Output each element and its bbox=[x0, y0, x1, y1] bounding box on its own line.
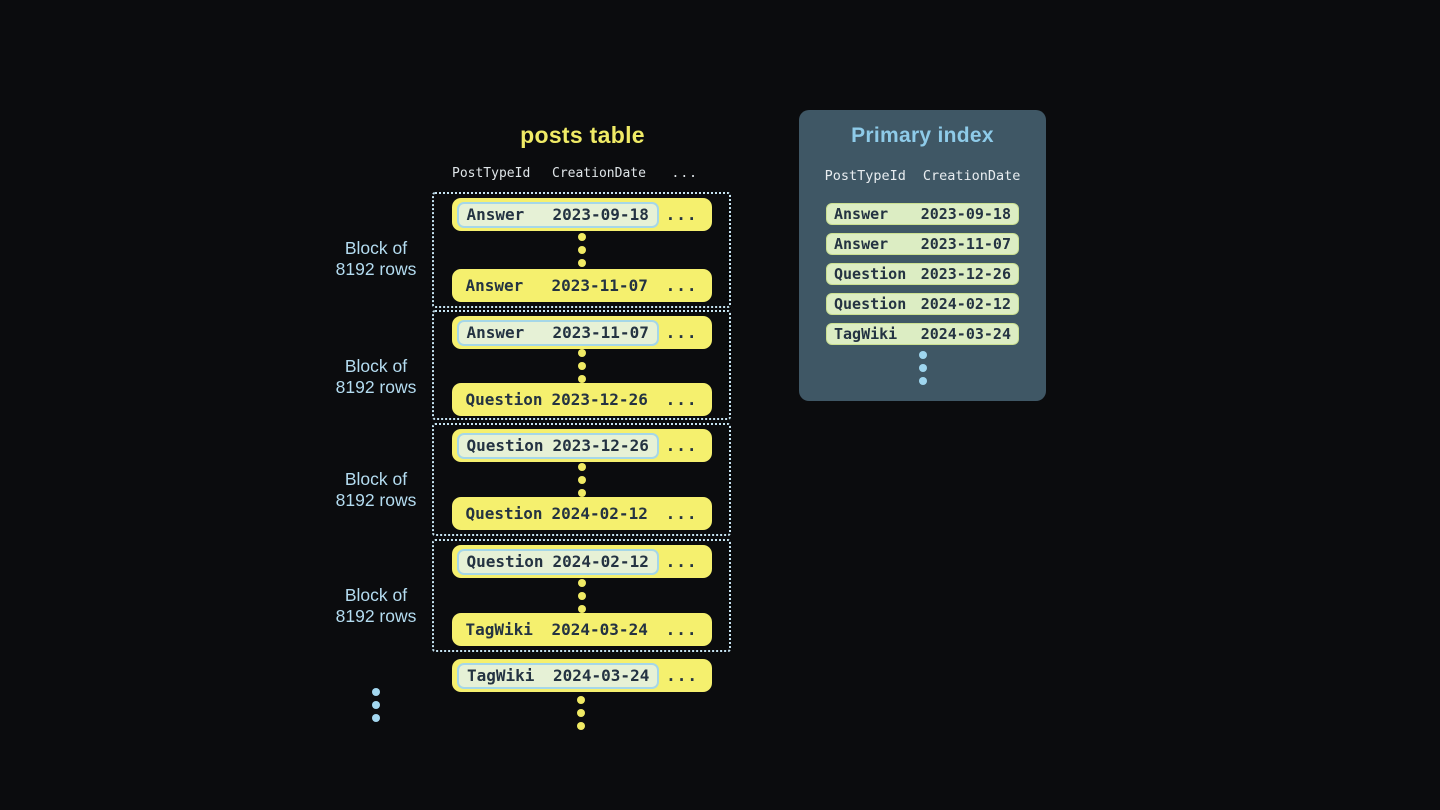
entry-posttypeid: Question bbox=[834, 265, 907, 283]
row-more-columns: ... bbox=[665, 552, 698, 571]
row-more-columns: ... bbox=[665, 390, 698, 409]
row-block-3: Question 2023-12-26 ... Question 2024-02… bbox=[432, 423, 731, 536]
row-creationdate: 2023-09-18 bbox=[552, 205, 649, 224]
posts-table-title: posts table bbox=[520, 122, 645, 148]
column-header-posttypeid: PostTypeId bbox=[824, 168, 906, 184]
entry-creationdate: 2024-03-24 bbox=[920, 325, 1011, 343]
index-entry: Question 2024-02-12 bbox=[826, 293, 1019, 315]
primary-index-title: Primary index bbox=[851, 124, 994, 147]
row-creationdate: 2024-03-24 bbox=[551, 620, 648, 639]
row-posttypeid: TagWiki bbox=[465, 620, 533, 639]
table-row: TagWiki 2024-03-24 ... bbox=[451, 613, 712, 646]
index-entry: Answer 2023-11-07 bbox=[826, 233, 1019, 255]
row-posttypeid: Answer bbox=[466, 323, 525, 342]
vertical-ellipsis-icon bbox=[577, 233, 586, 267]
row-creationdate: 2023-12-26 bbox=[552, 436, 649, 455]
row-more-columns: ... bbox=[666, 666, 698, 685]
indexed-row-highlight: Answer 2023-11-07 bbox=[456, 319, 659, 346]
row-more-columns: ... bbox=[665, 436, 698, 455]
column-header-posttypeid: PostTypeId bbox=[452, 166, 531, 181]
entry-creationdate: 2023-12-26 bbox=[920, 265, 1011, 283]
more-blocks-ellipsis-icon bbox=[372, 688, 380, 722]
entry-posttypeid: Answer bbox=[834, 235, 889, 253]
row-creationdate: 2023-11-07 bbox=[551, 276, 648, 295]
column-header-more: ... bbox=[671, 166, 698, 181]
posts-table-column-headers: PostTypeId CreationDate ... bbox=[452, 166, 712, 181]
entry-posttypeid: Question bbox=[834, 295, 907, 313]
table-row: Question 2024-02-12 ... bbox=[451, 497, 712, 530]
row-more-columns: ... bbox=[665, 276, 698, 295]
indexed-row-highlight: Question 2024-02-12 bbox=[456, 548, 659, 575]
row-more-columns: ... bbox=[665, 504, 698, 523]
row-posttypeid: Answer bbox=[465, 276, 524, 295]
entry-creationdate: 2023-09-18 bbox=[920, 205, 1011, 223]
row-creationdate: 2023-12-26 bbox=[551, 390, 648, 409]
vertical-ellipsis-icon bbox=[577, 349, 586, 383]
entry-creationdate: 2024-02-12 bbox=[920, 295, 1011, 313]
block-label-3: Block of 8192 rows bbox=[335, 469, 417, 510]
table-row: Answer 2023-11-07 ... bbox=[451, 316, 712, 349]
table-row: TagWiki 2024-03-24 ... bbox=[452, 659, 712, 692]
column-header-creationdate: CreationDate bbox=[552, 166, 646, 181]
block-label-1: Block of 8192 rows bbox=[335, 238, 417, 279]
column-header-creationdate: CreationDate bbox=[922, 168, 1021, 184]
index-entry: Answer 2023-09-18 bbox=[826, 203, 1019, 225]
table-row: Answer 2023-11-07 ... bbox=[451, 269, 712, 302]
row-block-2: Answer 2023-11-07 ... Question 2023-12-2… bbox=[432, 310, 731, 420]
table-row: Answer 2023-09-18 ... bbox=[451, 198, 712, 231]
row-posttypeid: Question bbox=[466, 436, 544, 455]
entry-posttypeid: TagWiki bbox=[834, 325, 898, 343]
row-posttypeid: Answer bbox=[466, 205, 525, 224]
table-row: Question 2024-02-12 ... bbox=[451, 545, 712, 578]
row-creationdate: 2024-02-12 bbox=[551, 504, 648, 523]
entry-posttypeid: Answer bbox=[834, 205, 889, 223]
index-entry: TagWiki 2024-03-24 bbox=[826, 323, 1019, 345]
index-entry: Question 2023-12-26 bbox=[826, 263, 1019, 285]
primary-index-panel: Primary index PostTypeId CreationDate An… bbox=[799, 110, 1046, 401]
entry-creationdate: 2023-11-07 bbox=[920, 235, 1011, 253]
table-row: Question 2023-12-26 ... bbox=[451, 383, 712, 416]
row-more-columns: ... bbox=[665, 620, 698, 639]
more-entries-ellipsis-icon bbox=[799, 351, 1046, 385]
indexed-row-highlight: TagWiki 2024-03-24 bbox=[457, 662, 660, 689]
vertical-ellipsis-icon bbox=[577, 578, 586, 613]
row-block-1: Answer 2023-09-18 ... Answer 2023-11-07 … bbox=[432, 192, 731, 308]
row-posttypeid: Question bbox=[465, 504, 543, 523]
row-posttypeid: Question bbox=[465, 390, 543, 409]
row-creationdate: 2024-02-12 bbox=[552, 552, 649, 571]
block-label-2: Block of 8192 rows bbox=[335, 356, 417, 397]
row-posttypeid: Question bbox=[466, 552, 544, 571]
row-more-columns: ... bbox=[665, 323, 698, 342]
block-label-4: Block of 8192 rows bbox=[335, 585, 417, 626]
row-creationdate: 2024-03-24 bbox=[553, 666, 650, 685]
primary-index-column-headers: PostTypeId CreationDate bbox=[799, 168, 1046, 184]
vertical-ellipsis-icon bbox=[577, 462, 586, 497]
indexed-row-highlight: Answer 2023-09-18 bbox=[456, 201, 659, 228]
row-posttypeid: TagWiki bbox=[467, 666, 535, 685]
vertical-ellipsis-icon bbox=[577, 696, 585, 730]
row-creationdate: 2023-11-07 bbox=[552, 323, 649, 342]
row-more-columns: ... bbox=[665, 205, 698, 224]
table-row: Question 2023-12-26 ... bbox=[451, 429, 712, 462]
indexed-row-highlight: Question 2023-12-26 bbox=[456, 432, 659, 459]
row-block-4: Question 2024-02-12 ... TagWiki 2024-03-… bbox=[432, 539, 731, 652]
